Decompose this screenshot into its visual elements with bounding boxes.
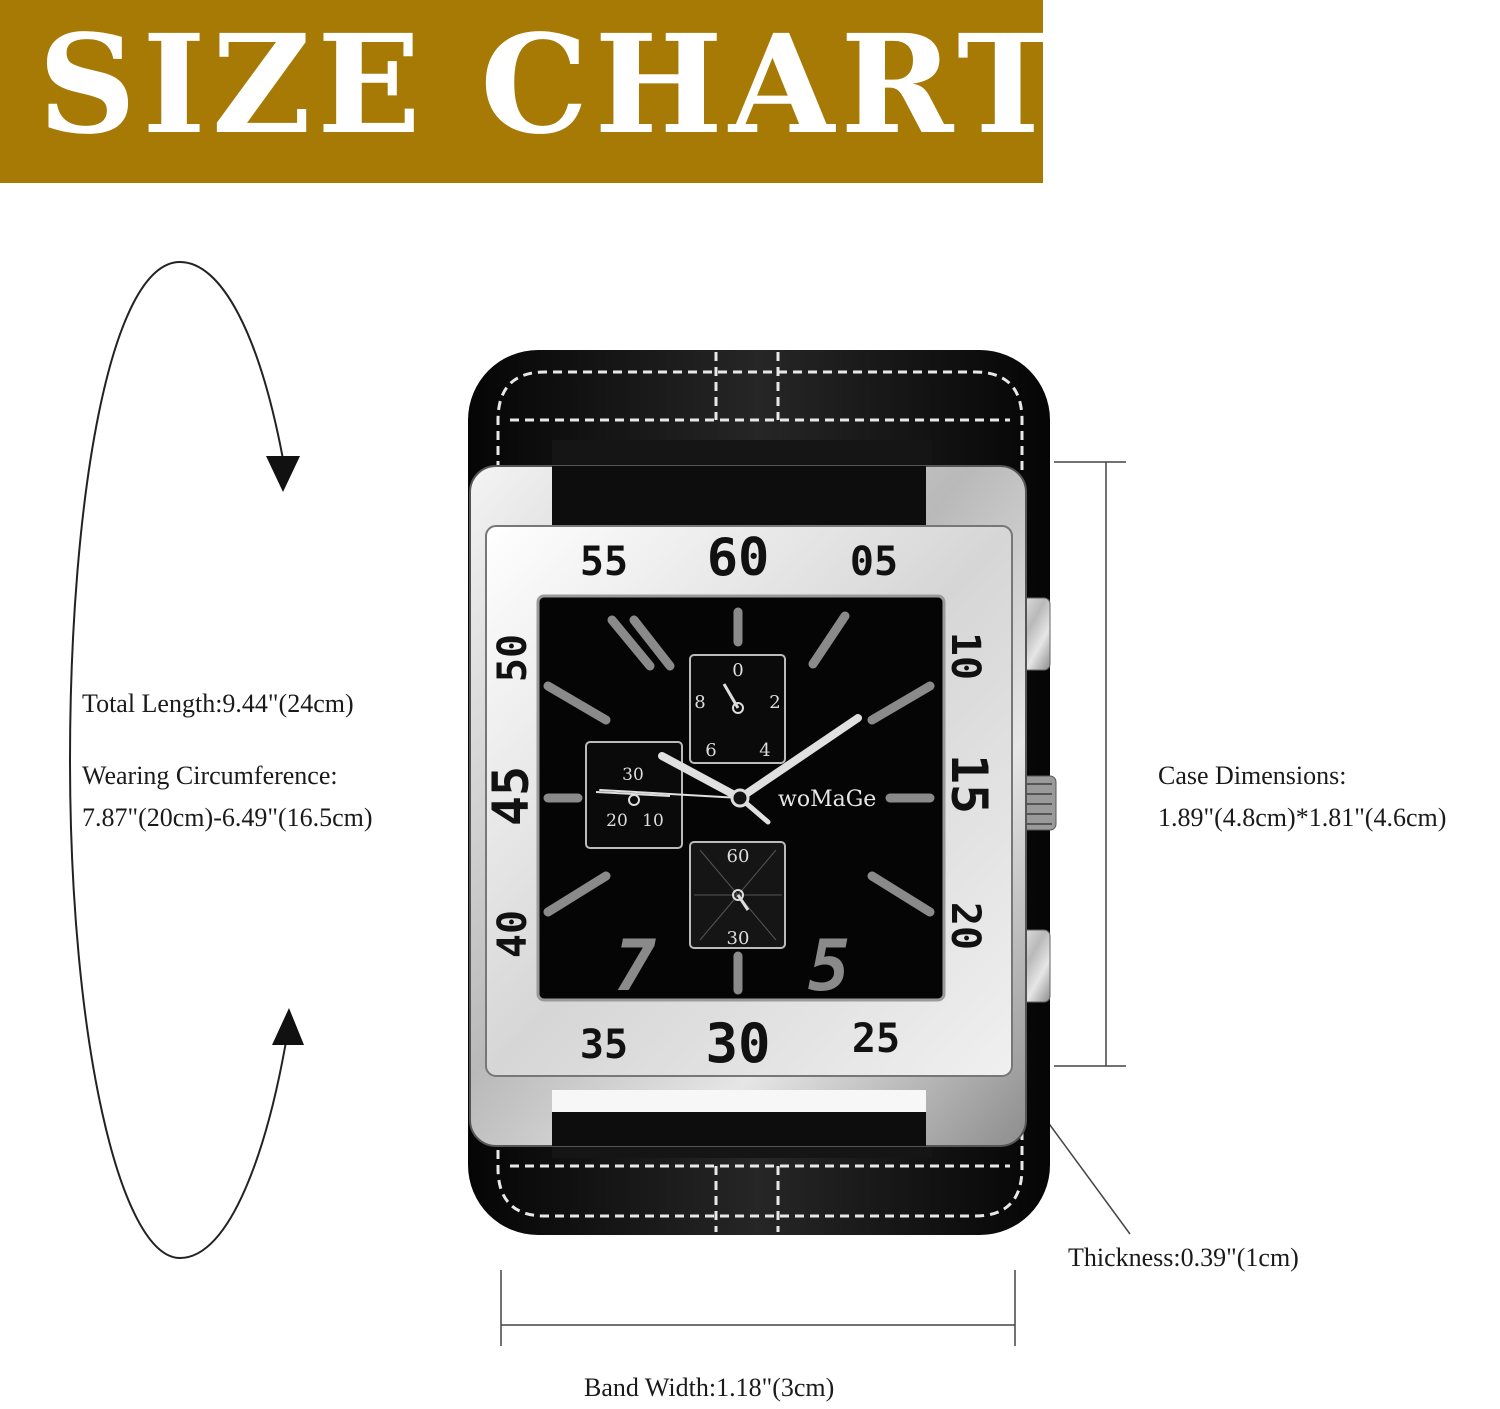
subdial-number: 4 [759,740,770,761]
thickness-label: Thickness:0.39"(1cm) [1068,1243,1299,1272]
bezel-number: 10 [942,632,988,680]
subdial-number: 60 [727,846,750,867]
arrow-up-icon [272,1008,304,1045]
subdial-number: 10 [642,811,664,831]
subdial-number: 30 [622,765,644,785]
case-dimensions-value: 1.89"(4.8cm)*1.81"(4.6cm) [1158,803,1447,832]
case-dimension-line [1054,461,1126,1067]
banner-title: SIZE CHART [38,5,1065,165]
bezel-number: 40 [490,910,536,958]
hour-markers [543,607,935,995]
band-width-line [500,1270,1016,1346]
subdial-number: 20 [606,811,628,831]
arrow-down-icon [266,456,300,492]
subdial-number: 0 [732,660,743,681]
bezel-number: 25 [852,1016,900,1062]
band-width-label: Band Width:1.18"(3cm) [584,1373,835,1402]
bezel-number: 45 [482,766,540,826]
wearing-circumference-value: 7.87"(20cm)-6.49"(16.5cm) [82,803,373,832]
title-banner: SIZE CHART [0,0,1058,183]
case-dimensions-label: Case Dimensions: [1158,761,1347,790]
subdial-number: 30 [727,928,750,949]
wearing-circumference-label: Wearing Circumference: [82,761,338,790]
watch-hands [599,714,862,825]
subdial-left: 30 20 10 [585,741,683,849]
subdial-number: 6 [705,740,716,761]
bezel-number: 20 [942,902,988,950]
total-length-label: Total Length:9.44"(24cm) [82,689,354,718]
bezel-number: 15 [940,754,998,814]
bezel-number: 30 [705,1012,770,1075]
bezel-number: 05 [850,539,898,585]
subdial-top: 0 2 4 6 8 [689,654,786,764]
circumference-arc [68,260,289,1260]
brand-logo: woMaGe [778,787,876,812]
dial-numeral: 7 [614,925,656,1007]
thickness-pointer [1035,1105,1131,1235]
bezel-number: 60 [707,528,770,588]
bezel-number: 50 [490,634,536,682]
dial-numeral: 5 [808,925,850,1007]
bezel-number: 55 [580,539,628,585]
subdial-number: 2 [769,692,780,713]
subdial-number: 8 [694,692,705,713]
bezel-number: 35 [580,1022,628,1068]
subdial-bottom: 60 30 [689,841,786,949]
